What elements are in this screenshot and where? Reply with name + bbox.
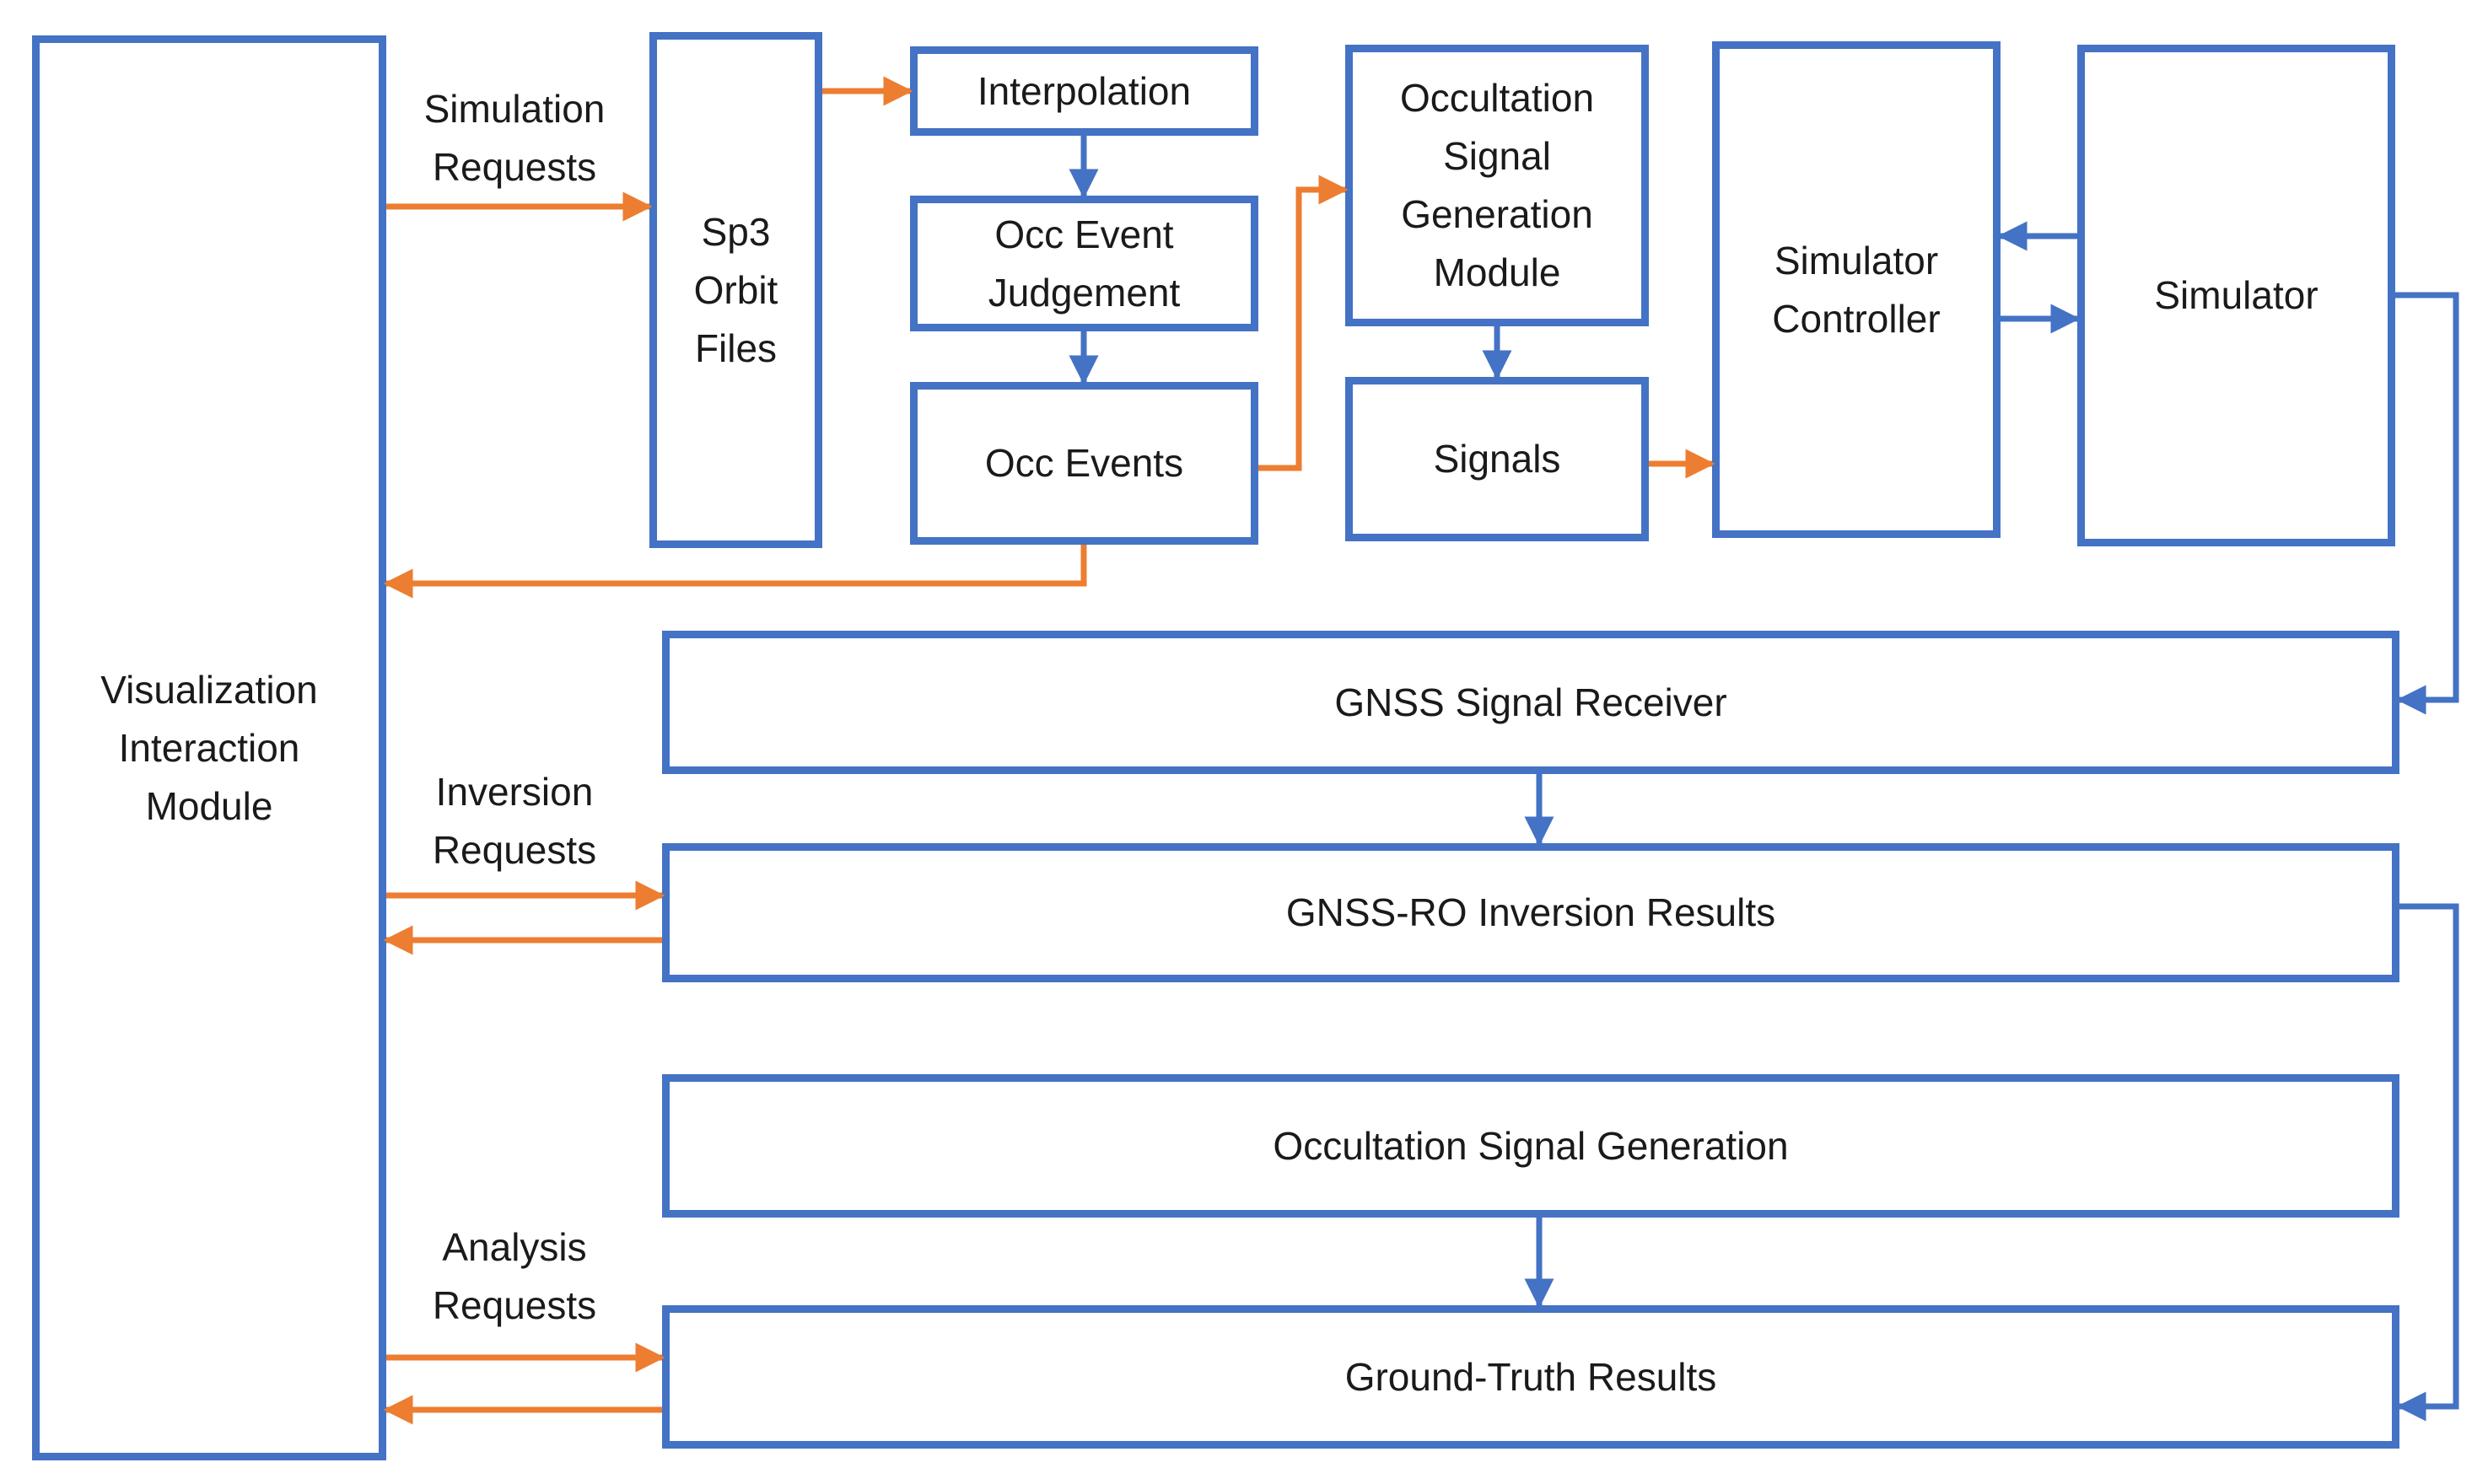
box-occultation-signal-generation-module-label: Occultation Signal Generation Module <box>1399 76 1595 294</box>
box-interpolation-label: Interpolation <box>977 68 1192 113</box>
box-ground-truth-results: Ground-Truth Results <box>662 1305 2399 1449</box>
label-simulation-requests: Simulation Requests <box>423 87 606 189</box>
box-ground-truth-results-label: Ground-Truth Results <box>1344 1354 1717 1399</box>
box-occ-event-judgement: Occ Event Judgement <box>910 196 1258 331</box>
box-sp3-orbit-files: Sp3 Orbit Files <box>649 32 822 548</box>
box-gnss-signal-receiver-label: GNSS Signal Receiver <box>1334 680 1727 724</box>
box-occultation-signal-generation: Occultation Signal Generation <box>662 1074 2399 1218</box>
arrow-occ-events-to-visualization <box>383 545 1087 599</box>
label-analysis-requests: Analysis Requests <box>432 1225 597 1327</box>
box-occ-events-label: Occ Events <box>984 441 1184 485</box>
box-gnss-ro-inversion-results-label: GNSS-RO Inversion Results <box>1285 890 1776 934</box>
box-gnss-ro-inversion-results: GNSS-RO Inversion Results <box>662 843 2399 982</box>
label-inversion-requests: Inversion Requests <box>432 770 597 872</box>
box-sp3-orbit-files-label: Sp3 Orbit Files <box>693 209 778 370</box>
arrow-gnss-ro-to-ground-truth <box>2396 903 2459 1422</box>
box-signals-label: Signals <box>1433 437 1561 481</box>
box-simulator-controller-label: Simulator Controller <box>1772 238 1941 341</box>
box-occultation-signal-generation-label: Occultation Signal Generation <box>1273 1123 1789 1168</box>
box-visualization-interaction-module: Visualization Interaction Module <box>32 35 386 1460</box>
box-occultation-signal-generation-module: Occultation Signal Generation Module <box>1345 45 1649 326</box>
box-signals: Signals <box>1345 377 1649 541</box>
box-simulator-controller: Simulator Controller <box>1712 41 2001 538</box>
box-gnss-signal-receiver: GNSS Signal Receiver <box>662 631 2399 774</box>
arrow-occ-events-to-osgm <box>1258 175 1349 471</box>
box-simulator: Simulator <box>2077 45 2395 546</box>
box-simulator-label: Simulator <box>2154 273 2318 317</box>
box-visualization-interaction-module-label: Visualization Interaction Module <box>100 667 318 828</box>
box-occ-event-judgement-label: Occ Event Judgement <box>988 212 1181 315</box>
box-occ-events: Occ Events <box>910 382 1258 545</box>
arrow-simulator-to-gnss-receiver <box>2395 292 2459 715</box>
box-interpolation: Interpolation <box>910 46 1258 136</box>
